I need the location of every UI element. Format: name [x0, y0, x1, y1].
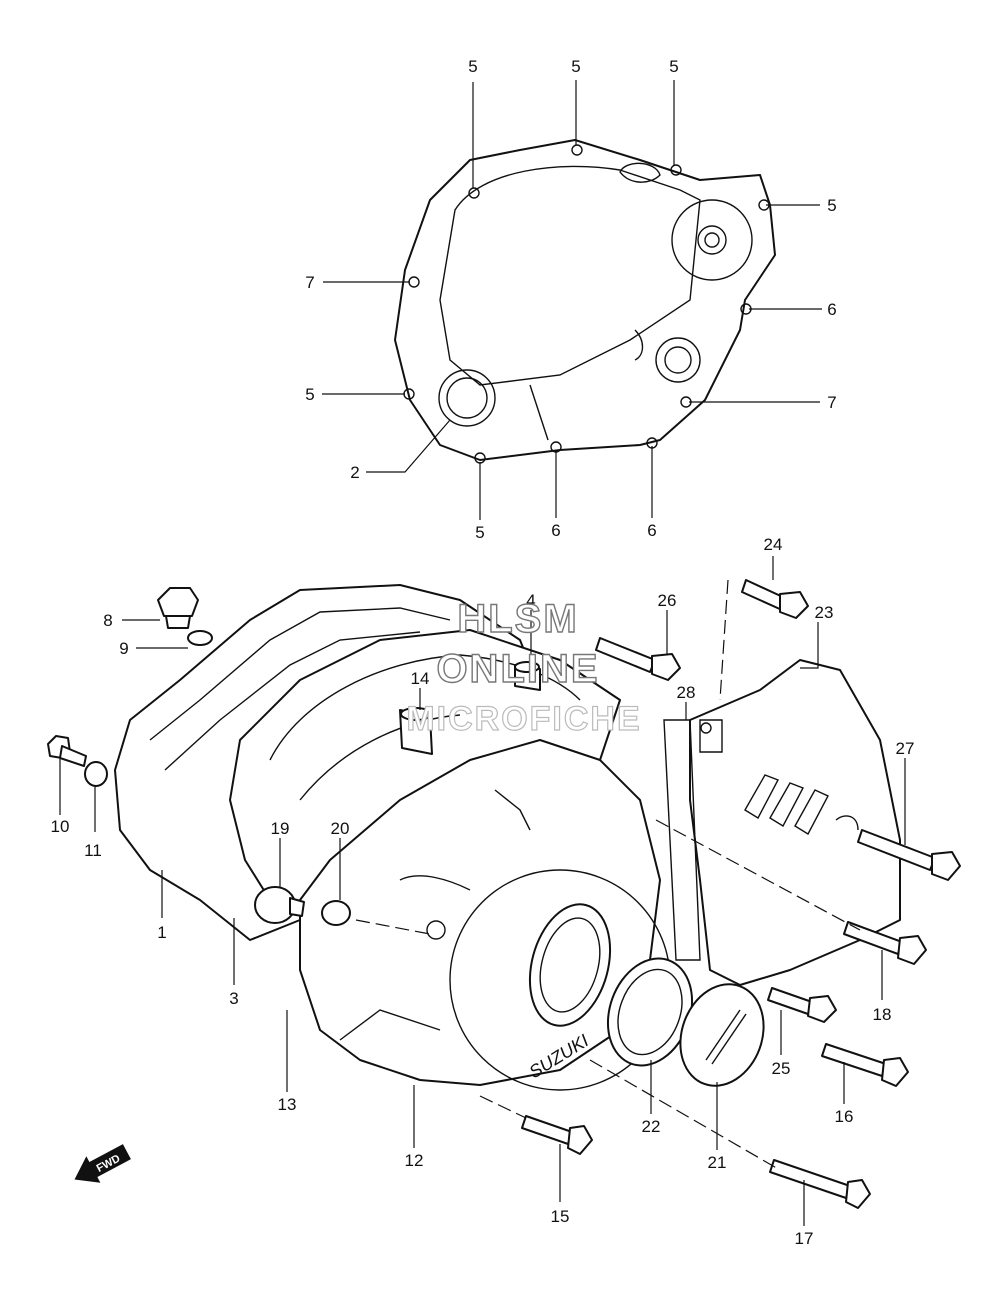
- callout-12: 12: [405, 1151, 424, 1170]
- sprocket-cover: [689, 659, 901, 986]
- dowel-pin-4: [514, 661, 541, 691]
- watermark-line-2: ONLINE: [436, 647, 599, 691]
- callout-25: 25: [772, 1059, 791, 1078]
- callout-9: 9: [119, 639, 128, 658]
- callout-11: 11: [84, 841, 102, 860]
- o-ring-9: [187, 630, 213, 646]
- gasket-strip: [663, 719, 701, 961]
- fwd-label: FWD: [95, 1153, 123, 1175]
- callout-27: 27: [896, 739, 915, 758]
- bolt-15: [521, 1115, 593, 1155]
- callout-28: 28: [677, 683, 696, 702]
- callout-6: 6: [551, 521, 560, 540]
- axis-line: [655, 819, 861, 931]
- oil-filler-cap: [157, 587, 199, 629]
- callout-18: 18: [873, 1005, 892, 1024]
- callout-5: 5: [669, 57, 678, 76]
- callout-5: 5: [571, 57, 580, 76]
- callout-24: 24: [764, 535, 783, 554]
- dowel-pin-14: [399, 707, 433, 755]
- callout-20: 20: [331, 819, 350, 838]
- callout-17: 17: [795, 1229, 814, 1248]
- watermark-line-1: HLSM: [457, 597, 578, 641]
- callout-10: 10: [51, 817, 70, 836]
- bolt-25: [767, 987, 837, 1023]
- callout-19: 19: [271, 819, 290, 838]
- inspection-cap-21: [679, 983, 765, 1087]
- plug-19: [254, 886, 305, 924]
- callout-1: 1: [157, 923, 166, 942]
- o-ring-20: [321, 900, 351, 926]
- callout-22: 22: [642, 1117, 661, 1136]
- callout-8: 8: [103, 611, 112, 630]
- axis-line: [589, 1059, 781, 1171]
- clutch-cover-upper: [394, 139, 776, 464]
- washer-11: [84, 761, 108, 787]
- bolt-10: [47, 735, 87, 767]
- bolt-17: [769, 1159, 871, 1209]
- axis-line: [719, 579, 729, 701]
- callout-3: 3: [229, 989, 238, 1008]
- callout-26: 26: [658, 591, 677, 610]
- axis-line: [479, 1095, 527, 1119]
- callout-21: 21: [708, 1153, 727, 1172]
- bolt-26: [595, 637, 681, 681]
- bolt-24: [741, 579, 809, 619]
- watermark-line-3: MICROFICHE: [406, 700, 641, 738]
- axis-line: [355, 919, 431, 935]
- callout-5: 5: [475, 523, 484, 542]
- callout-13: 13: [278, 1095, 297, 1114]
- callout-6: 6: [827, 300, 836, 319]
- callout-7: 7: [305, 273, 314, 292]
- callout-6: 6: [647, 521, 656, 540]
- callout-2: 2: [350, 463, 359, 482]
- bolt-16: [821, 1043, 909, 1087]
- forward-arrow-icon: FWD: [74, 1144, 131, 1183]
- callout-16: 16: [835, 1107, 854, 1126]
- callout-5: 5: [827, 196, 836, 215]
- watermark: HLSM ONLINE MICROFICHE: [406, 596, 641, 738]
- leader-lines: [59, 80, 906, 1226]
- callout-5: 5: [305, 385, 314, 404]
- magneto-cover: SUZUKI: [299, 739, 671, 1091]
- callout-14: 14: [411, 669, 430, 688]
- bolt-18: [843, 921, 927, 965]
- callout-7: 7: [827, 393, 836, 412]
- callout-5: 5: [468, 57, 477, 76]
- o-ring-22: [606, 957, 694, 1067]
- callout-4: 4: [526, 591, 535, 610]
- callout-23: 23: [815, 603, 834, 622]
- callout-15: 15: [551, 1207, 570, 1226]
- bolt-27: [857, 829, 961, 881]
- callout-labels: 5 5 5 5 7 6 5 7 2 5 6 6 24 26 23 4 8 9 1…: [51, 57, 915, 1248]
